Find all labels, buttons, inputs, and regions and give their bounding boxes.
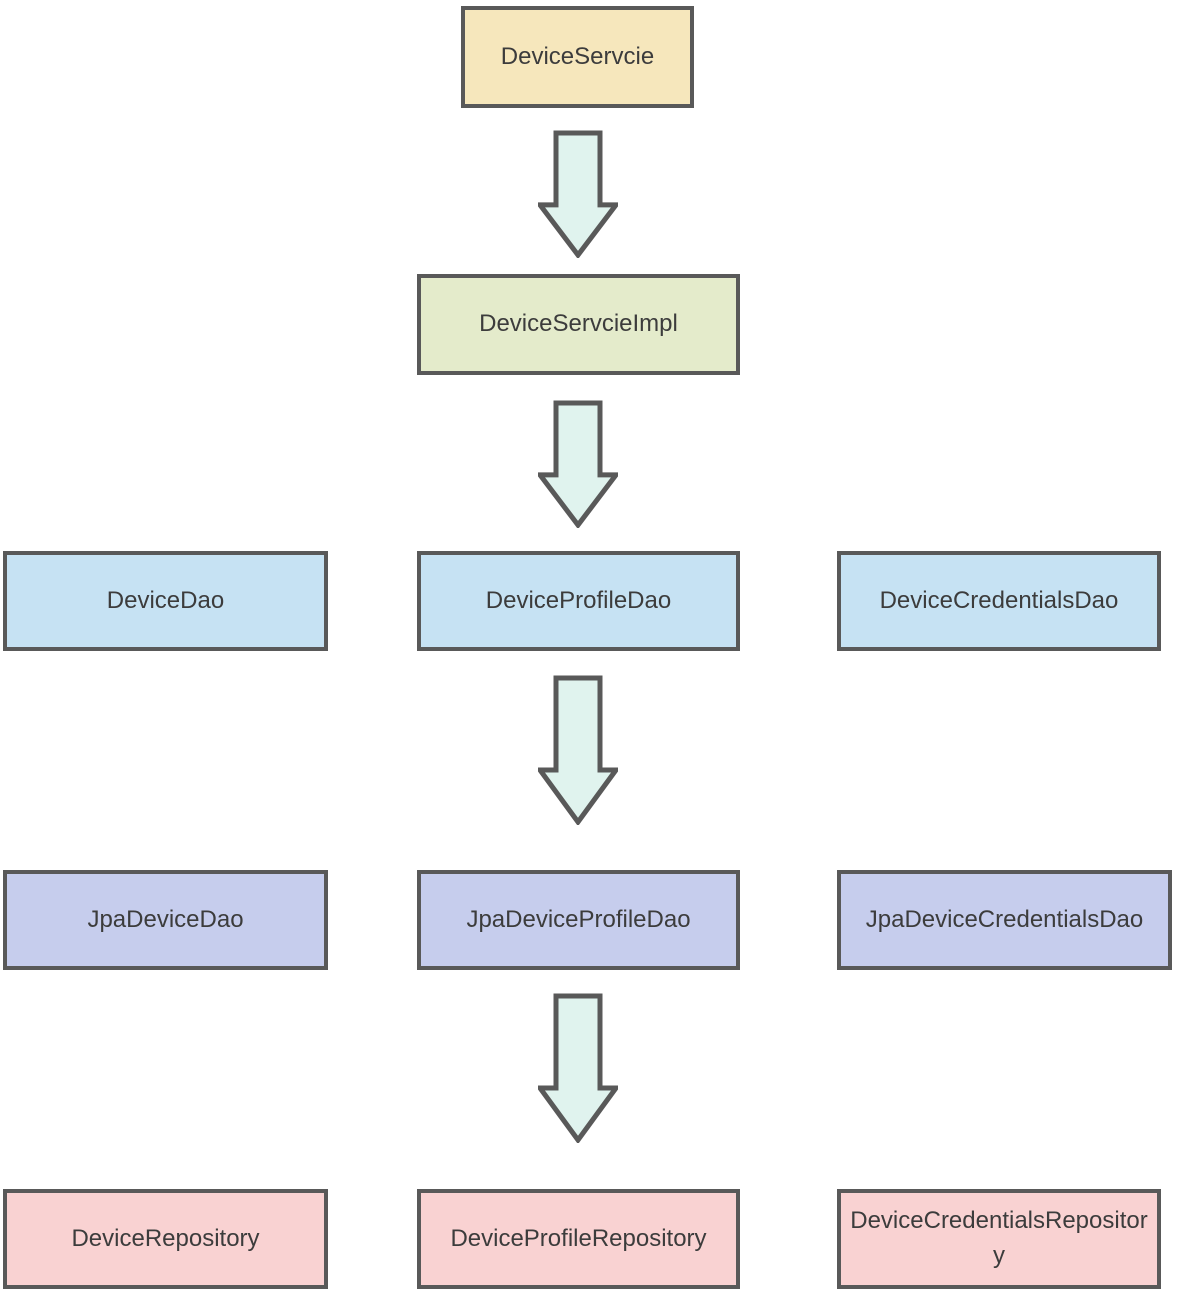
node-device-profile-repository: DeviceProfileRepository xyxy=(417,1189,740,1289)
node-label: JpaDeviceProfileDao xyxy=(466,905,691,933)
down-arrow-icon xyxy=(538,400,618,528)
down-arrow-shape xyxy=(540,996,616,1140)
node-jpa-device-dao: JpaDeviceDao xyxy=(3,870,328,970)
node-label: DeviceProfileRepository xyxy=(450,1224,707,1252)
down-arrow-icon xyxy=(538,130,618,258)
node-device-servcie-impl: DeviceServcieImpl xyxy=(417,274,740,375)
node-label: JpaDeviceCredentialsDao xyxy=(865,905,1144,933)
node-label: DeviceServcie xyxy=(500,42,655,70)
node-device-dao: DeviceDao xyxy=(3,551,328,651)
node-jpa-device-credentials-dao: JpaDeviceCredentialsDao xyxy=(837,870,1172,970)
down-arrow-shape xyxy=(540,678,616,822)
node-jpa-device-profile-dao: JpaDeviceProfileDao xyxy=(417,870,740,970)
down-arrow-shape xyxy=(540,133,616,255)
down-arrow-icon xyxy=(538,675,618,825)
node-label: DeviceServcieImpl xyxy=(479,310,678,338)
node-label: JpaDeviceDao xyxy=(87,905,244,933)
down-arrow-icon xyxy=(538,993,618,1143)
node-label: DeviceRepository xyxy=(71,1224,260,1252)
node-device-profile-dao: DeviceProfileDao xyxy=(417,551,740,651)
node-device-repository: DeviceRepository xyxy=(3,1189,328,1289)
node-device-servcie: DeviceServcie xyxy=(461,6,694,108)
node-label: DeviceDao xyxy=(106,586,225,614)
node-device-credentials-repository: DeviceCredentialsRepository xyxy=(837,1189,1161,1289)
node-device-credentials-dao: DeviceCredentialsDao xyxy=(837,551,1161,651)
down-arrow-shape xyxy=(540,403,616,525)
node-label: DeviceCredentialsRepository xyxy=(850,1207,1148,1269)
node-label: DeviceCredentialsDao xyxy=(879,586,1119,614)
node-label: DeviceProfileDao xyxy=(485,586,672,614)
